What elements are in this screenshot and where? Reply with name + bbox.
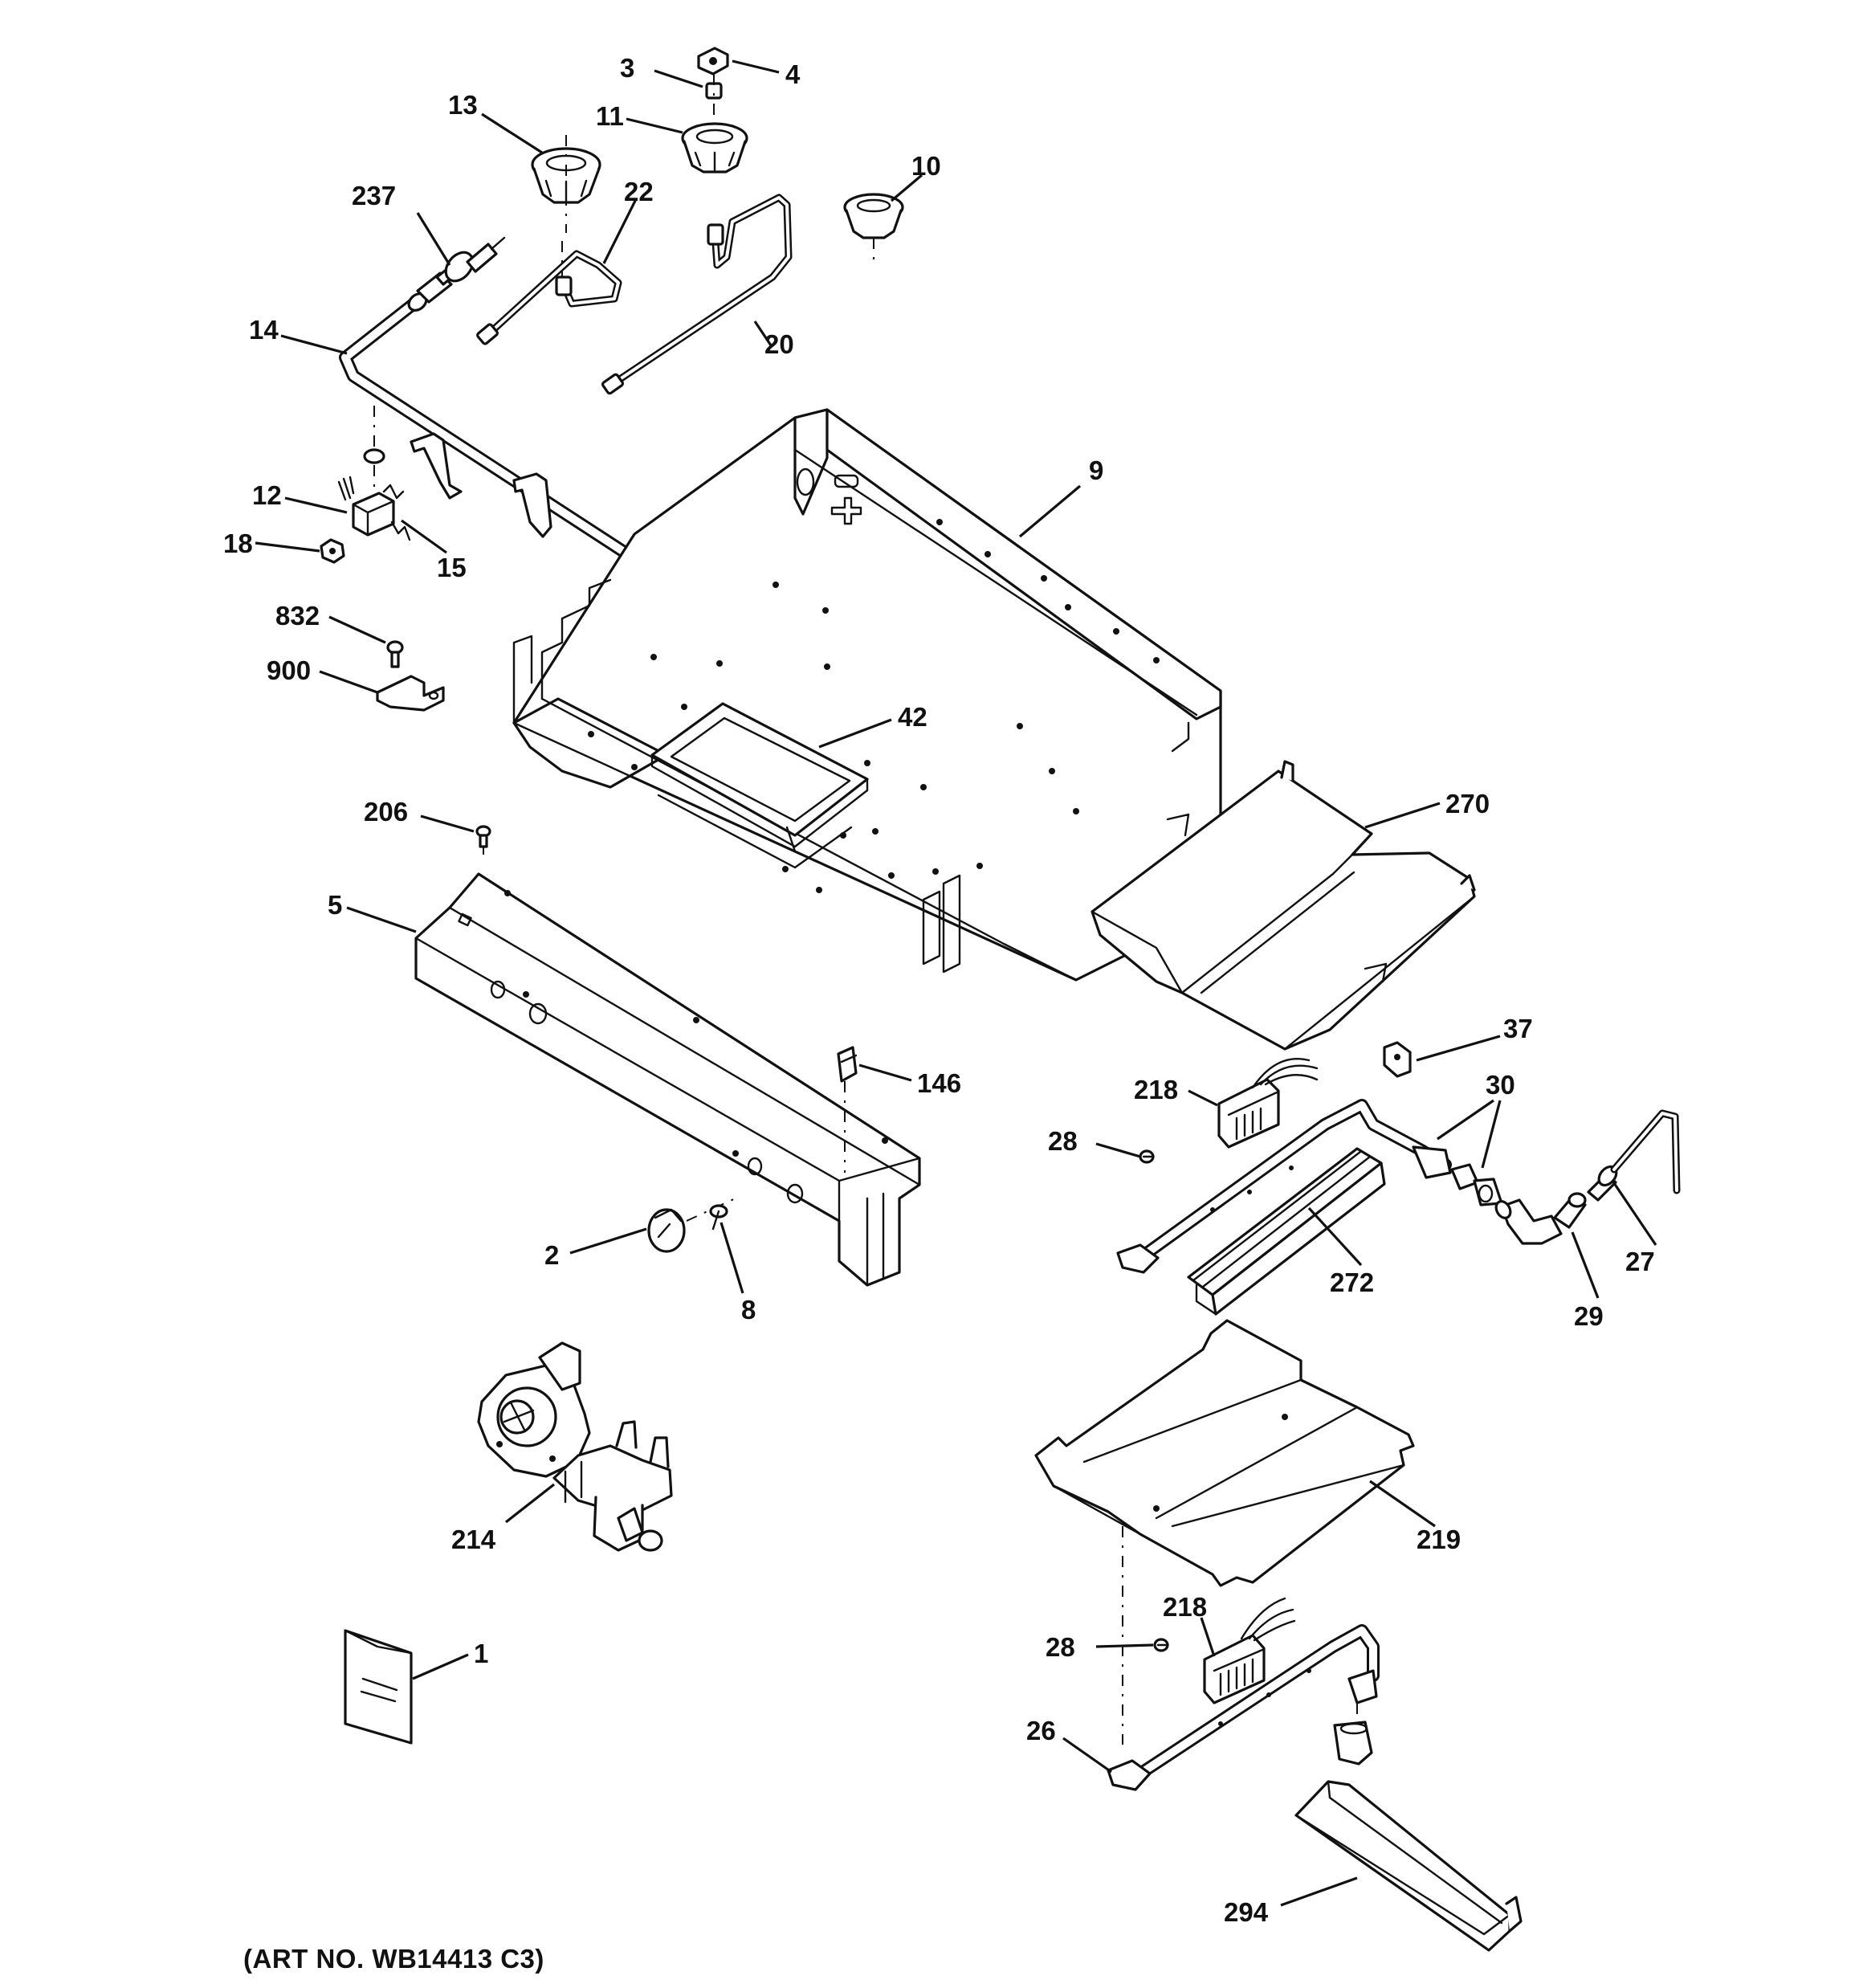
burner-head-part-11 [681, 122, 748, 173]
screw-part-28-lower [1153, 1638, 1169, 1652]
callout-8: 8 [741, 1295, 756, 1325]
elbow-part-29 [1494, 1192, 1587, 1245]
callout-14: 14 [249, 315, 279, 345]
screw-part-832 [386, 640, 404, 668]
callout-28-lower: 28 [1046, 1632, 1075, 1662]
callout-42: 42 [898, 702, 927, 732]
callout-5: 5 [328, 890, 342, 920]
bracket-part-900 [376, 675, 445, 712]
callout-218-upper: 218 [1134, 1075, 1178, 1104]
callout-1: 1 [474, 1639, 488, 1668]
baffle-part-294 [1294, 1780, 1523, 1952]
callout-29: 29 [1574, 1301, 1604, 1331]
screw-part-206 [475, 825, 491, 848]
heat-shield-part-270 [1090, 760, 1476, 1051]
spring-part-15 [382, 484, 411, 541]
clip-part-146 [837, 1046, 858, 1083]
literature-packet-part-1 [344, 1629, 413, 1745]
bake-burner-part-26 [1107, 1624, 1380, 1791]
valve-assembly-part-214 [477, 1341, 673, 1552]
leader-lines [255, 59, 1657, 1907]
screw-part-28-upper [1139, 1149, 1155, 1164]
callout-13: 13 [448, 90, 478, 120]
nut-part-4 [697, 47, 729, 76]
burner-head-part-10 [843, 193, 904, 239]
callout-206: 206 [364, 797, 408, 827]
callout-900: 900 [267, 655, 311, 685]
callout-labels: 3 4 13 11 10 237 22 20 14 9 12 18 15 832… [223, 53, 1655, 1927]
access-panel-part-42 [650, 702, 869, 869]
valve-part-12 [337, 476, 395, 537]
callout-10: 10 [911, 151, 941, 181]
supply-tube-part-20 [601, 194, 793, 395]
callout-18: 18 [223, 529, 253, 558]
callout-28-upper: 28 [1048, 1126, 1078, 1156]
nut-part-18 [320, 538, 345, 564]
callout-37: 37 [1503, 1014, 1533, 1043]
callout-15: 15 [437, 553, 467, 582]
callout-11: 11 [596, 101, 624, 131]
callout-26: 26 [1026, 1716, 1056, 1745]
callout-20: 20 [764, 329, 794, 359]
art-number-caption: (ART NO. WB14413 C3) [243, 1944, 544, 1974]
callout-272: 272 [1330, 1268, 1374, 1297]
fitting-part-237 [416, 236, 506, 304]
callout-3: 3 [620, 53, 634, 83]
washer [363, 448, 385, 464]
centerline [686, 1196, 740, 1222]
igniter-part-218-upper [1217, 1057, 1319, 1149]
callout-2: 2 [544, 1240, 559, 1270]
grommet-part-37 [1383, 1041, 1412, 1078]
knob-part-2 [647, 1208, 686, 1253]
broil-burner-part-30 [1116, 1099, 1503, 1274]
callout-214: 214 [451, 1525, 496, 1554]
callout-270: 270 [1445, 789, 1490, 818]
burner-box-part-9 [512, 408, 1222, 982]
callout-27: 27 [1625, 1247, 1655, 1276]
callout-4: 4 [785, 59, 801, 89]
fitting-part-27 [1587, 1109, 1681, 1202]
callout-30: 30 [1486, 1070, 1515, 1100]
burner-shield-part-272 [1187, 1147, 1386, 1316]
callout-832: 832 [275, 601, 320, 631]
callout-22: 22 [624, 177, 654, 206]
callout-9: 9 [1089, 455, 1103, 485]
orifice-part-3 [705, 82, 723, 100]
supply-tube-part-22 [476, 250, 622, 345]
callout-219: 219 [1417, 1525, 1461, 1554]
callout-146: 146 [917, 1068, 961, 1098]
igniter-part-218-lower [1203, 1597, 1296, 1704]
screw-part-8 [709, 1204, 728, 1231]
callout-218-lower: 218 [1163, 1592, 1207, 1622]
shield-part-219 [1034, 1319, 1415, 1587]
manifold-panel-part-5 [414, 872, 921, 1287]
callout-237: 237 [352, 181, 396, 210]
callout-294: 294 [1224, 1897, 1269, 1927]
callout-12: 12 [252, 480, 282, 510]
